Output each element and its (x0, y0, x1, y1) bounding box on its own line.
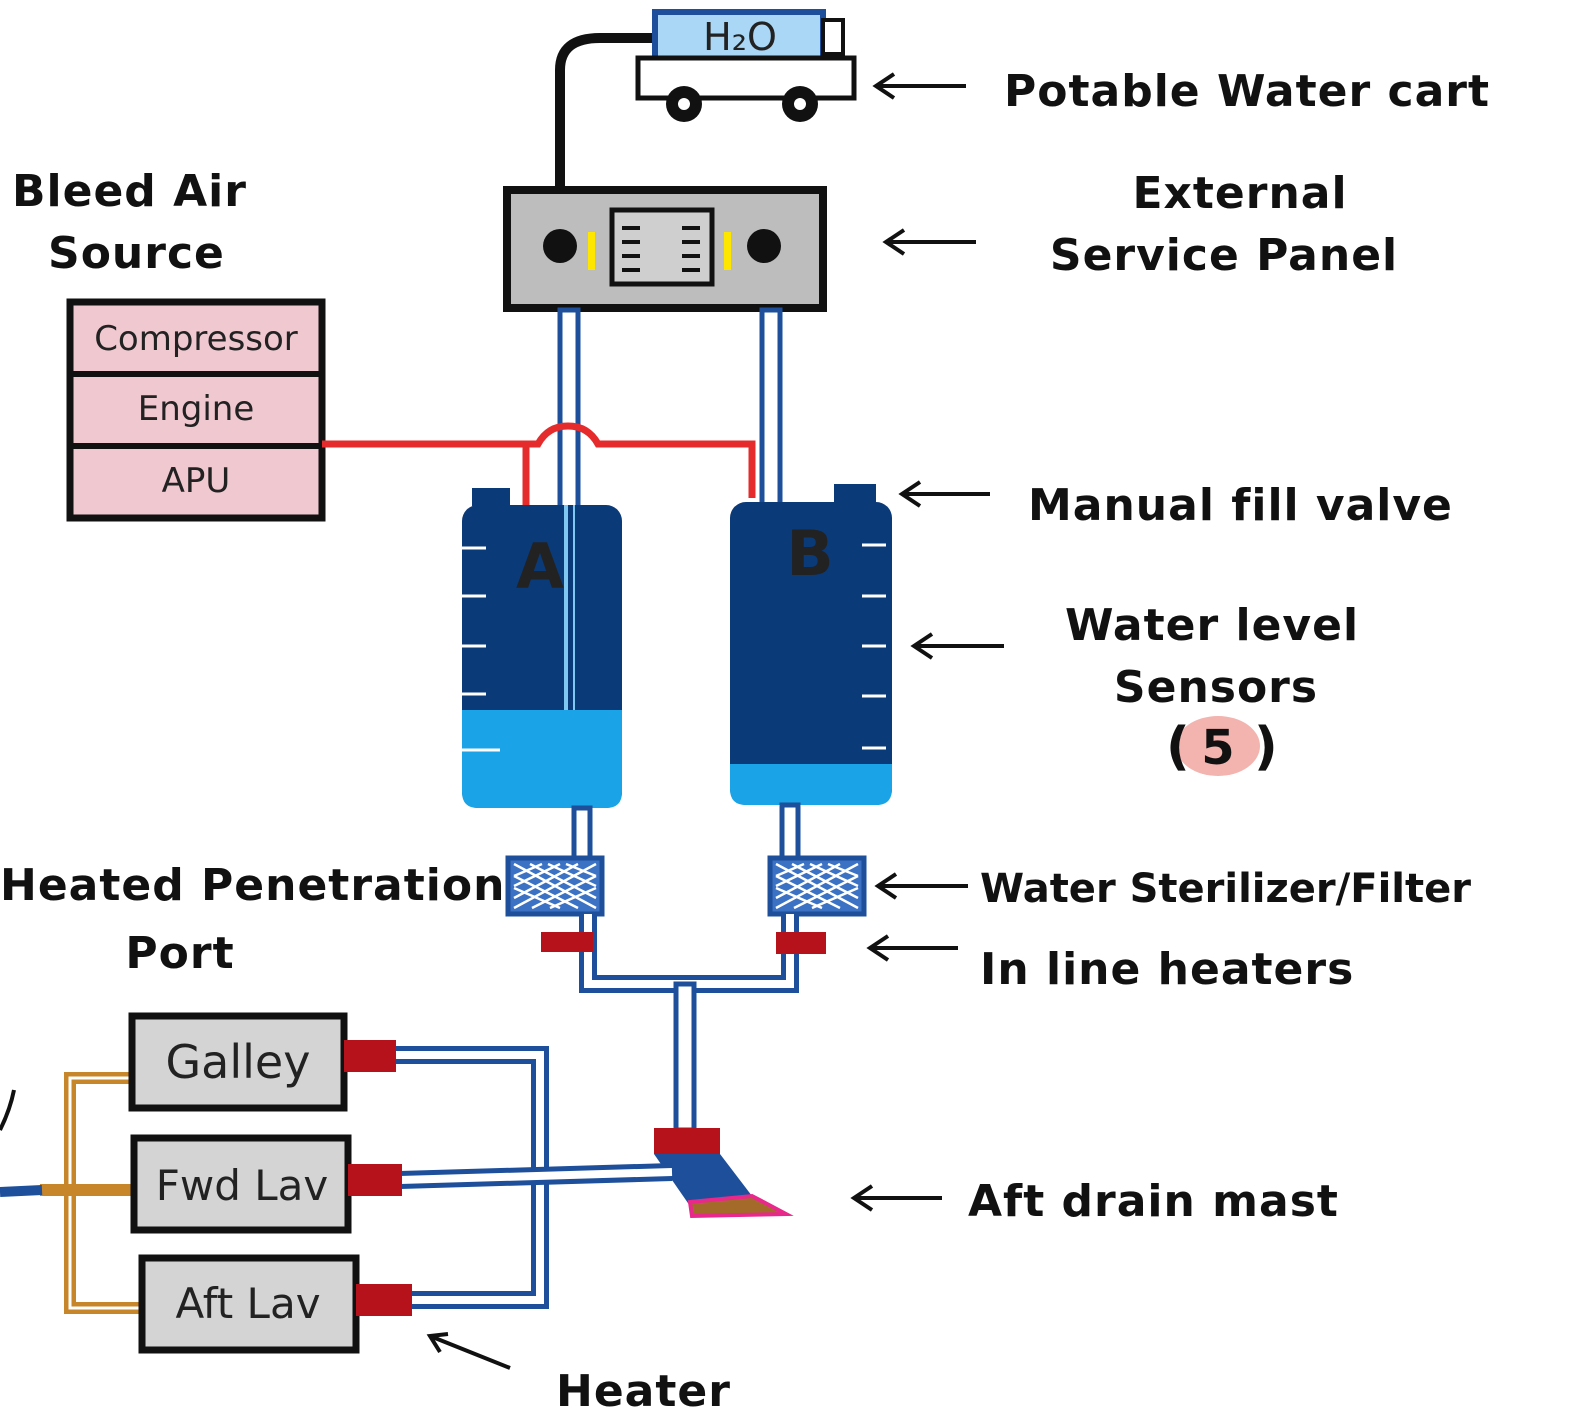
external-service-panel (503, 186, 827, 312)
label-water-level-line1: Water level (1065, 600, 1359, 651)
label-bleed-air-line1: Bleed Air (12, 166, 247, 217)
bleed-air-source: Compressor Engine APU (66, 298, 326, 522)
label-heated-port-line2: Port (125, 928, 234, 979)
label-external-service-panel-line2: Service Panel (1050, 230, 1398, 281)
label-heated-port-line1: Heated Penetration (0, 860, 505, 911)
tank-a-label: A (516, 530, 564, 603)
source-compressor: Compressor (94, 319, 298, 359)
aft-lav-box: Aft Lav (138, 1254, 412, 1354)
water-filters (505, 855, 867, 917)
label-water-level-line2: Sensors (1114, 662, 1318, 713)
distribution-pipes (541, 914, 826, 1133)
label-inline-heaters: In line heaters (980, 944, 1354, 995)
consumer-pipes (396, 1046, 673, 1309)
label-heater: Heater (556, 1366, 731, 1417)
label-aft-drain-mast: Aft drain mast (968, 1176, 1339, 1227)
label-manual-fill-valve: Manual fill valve (1028, 480, 1453, 531)
svg-text:(: ( (1166, 717, 1190, 777)
tank-b-label: B (786, 517, 833, 590)
sensor-count-badge: ( ) 5 (1166, 716, 1278, 777)
label-external-service-panel-line1: External (1132, 168, 1347, 219)
tank-b: B (730, 484, 892, 805)
fwd-lav-box: Fwd Lav (130, 1134, 402, 1234)
callout-arrows (426, 72, 1004, 1370)
tank-a: A (462, 488, 622, 808)
aft-drain-mast (654, 1128, 794, 1219)
aft-lav-label: Aft Lav (175, 1279, 320, 1328)
label-sterilizer: Water Sterilizer/Filter (980, 866, 1471, 912)
bleed-air-line (322, 422, 756, 506)
galley-label: Galley (166, 1035, 311, 1089)
drain-lines (0, 1072, 140, 1314)
label-bleed-air-line2: Source (48, 228, 225, 279)
fwd-lav-label: Fwd Lav (156, 1161, 329, 1210)
tank-outlet-pipes (571, 802, 801, 863)
galley-box: Galley (128, 1012, 396, 1112)
source-apu: APU (162, 461, 231, 501)
cart-tank-label: H₂O (703, 15, 777, 59)
svg-text:): ) (1254, 717, 1278, 777)
potable-water-cart: H₂O (555, 9, 857, 245)
sensor-count: 5 (1201, 720, 1234, 776)
label-potable-water-cart: Potable Water cart (1004, 66, 1490, 117)
source-engine: Engine (138, 389, 255, 429)
